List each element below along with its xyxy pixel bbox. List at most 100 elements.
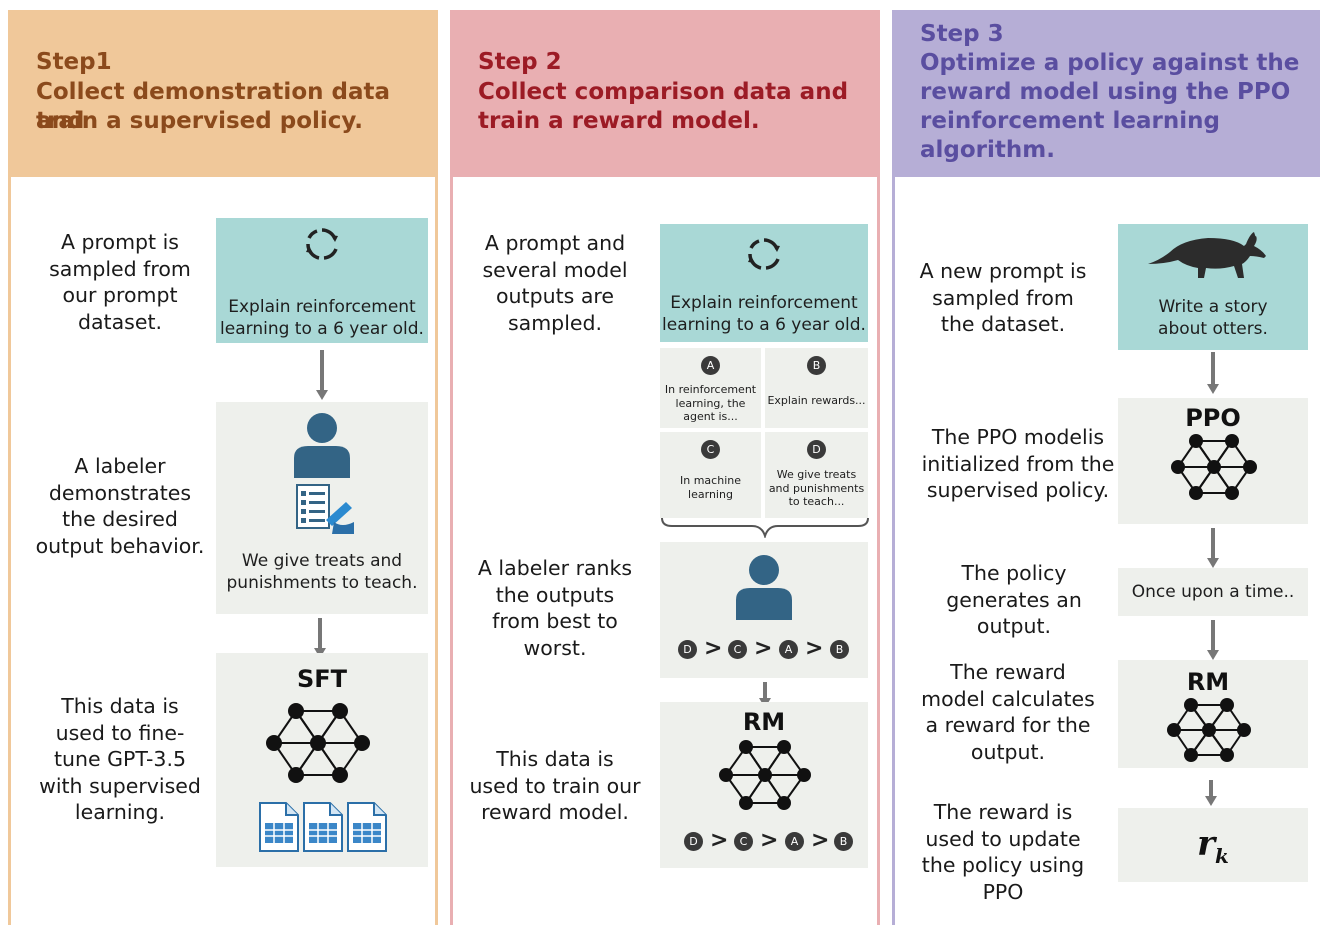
output-letter-badge: A — [701, 356, 720, 375]
neural-network-icon — [1167, 698, 1251, 762]
step3-header-line: Step 3 — [920, 21, 1004, 47]
step2-rm-panel: RM D > C > A > B — [660, 702, 868, 868]
step2-header: Step 2 Collect comparison data and train… — [450, 10, 880, 177]
step1-left-border — [8, 177, 11, 925]
rank-badge: C — [728, 640, 747, 659]
step3-output-box: Once upon a time.. — [1118, 568, 1308, 616]
down-arrow-icon — [1205, 780, 1217, 806]
rank-badge: C — [734, 832, 753, 851]
refresh-icon — [306, 228, 338, 260]
rank-gt-symbol: > — [811, 828, 830, 853]
step3-header-line: reward model using the PPO — [920, 79, 1291, 105]
step1-header-line: Step1 — [36, 49, 112, 75]
step3-rm-panel: RM — [1118, 660, 1308, 768]
step2-header-line: Collect comparison data and — [478, 79, 849, 105]
output-letter-badge: D — [807, 440, 826, 459]
rank-gt-symbol: > — [760, 828, 779, 853]
reward-k: k — [1215, 844, 1229, 868]
refresh-icon — [748, 238, 780, 270]
output-text: Explain rewards... — [767, 394, 866, 407]
step1-right-border — [435, 177, 438, 925]
neural-network-icon — [266, 703, 370, 783]
form-pen-icon — [296, 484, 354, 534]
down-arrow-icon — [1207, 352, 1219, 394]
step2-ranking-panel: D > C > A > B — [660, 542, 868, 678]
rank-badge: D — [684, 832, 703, 851]
output-letter-badge: B — [807, 356, 826, 375]
step2-header-line: Step 2 — [478, 49, 562, 75]
neural-network-icon — [1171, 434, 1257, 500]
step3-reward-box: rk — [1118, 808, 1308, 882]
output-letter-badge: C — [701, 440, 720, 459]
step1-column: Step1 Collect demonstration data and tra… — [8, 10, 438, 925]
reward-r: r — [1197, 824, 1216, 864]
person-icon — [294, 413, 350, 478]
reward-symbol: rk — [1118, 824, 1308, 868]
ppo-model-title: PPO — [1185, 404, 1241, 432]
person-icon — [736, 555, 792, 620]
rank-badge: D — [678, 640, 697, 659]
rank-gt-symbol: > — [704, 636, 723, 661]
step3-left-border — [892, 177, 895, 925]
step1-header-line: Collect demonstration data and — [36, 79, 390, 134]
step1-header-line: train a supervised policy. — [36, 108, 364, 134]
step2-column: Step 2 Collect comparison data and train… — [450, 10, 880, 925]
rank-badge: B — [834, 832, 853, 851]
step3-header-line: algorithm. — [920, 137, 1055, 163]
step2-header-line: train a reward model. — [478, 108, 760, 134]
step3-header-line: Optimize a policy against the — [920, 50, 1300, 76]
rank-gt-symbol: > — [710, 828, 729, 853]
spreadsheet-icon — [259, 802, 387, 852]
aardvark-icon — [1148, 232, 1266, 278]
step1-sft-panel: SFT — [216, 653, 428, 867]
down-arrow-icon — [1207, 528, 1219, 568]
rank-badge: A — [785, 832, 804, 851]
step2-right-border — [877, 177, 880, 925]
curly-brace-icon — [661, 517, 869, 538]
rm-model-title: RM — [1186, 668, 1230, 696]
rank-badge: A — [779, 640, 798, 659]
rank-gt-symbol: > — [805, 636, 824, 661]
step3-header: Step 3 Optimize a policy against the rew… — [892, 10, 1320, 177]
step2-left-border — [450, 177, 453, 925]
down-arrow-icon — [1207, 620, 1219, 660]
step3-ppo-panel: PPO — [1118, 398, 1308, 524]
step3-output-text: Once upon a time.. — [1131, 582, 1295, 602]
rm-model-title: RM — [742, 708, 786, 736]
rank-gt-symbol: > — [754, 636, 773, 661]
output-card-b: B Explain rewards... — [765, 348, 868, 428]
down-arrow-icon — [316, 350, 328, 400]
step3-header-line: reinforcement learning — [920, 108, 1220, 134]
step3-column: Step 3 Optimize a policy against the rew… — [892, 10, 1320, 925]
step1-header: Step1 Collect demonstration data and tra… — [8, 10, 438, 177]
rank-badge: B — [830, 640, 849, 659]
sft-model-title: SFT — [296, 665, 348, 693]
neural-network-icon — [719, 740, 811, 810]
down-arrow-icon — [314, 618, 326, 658]
